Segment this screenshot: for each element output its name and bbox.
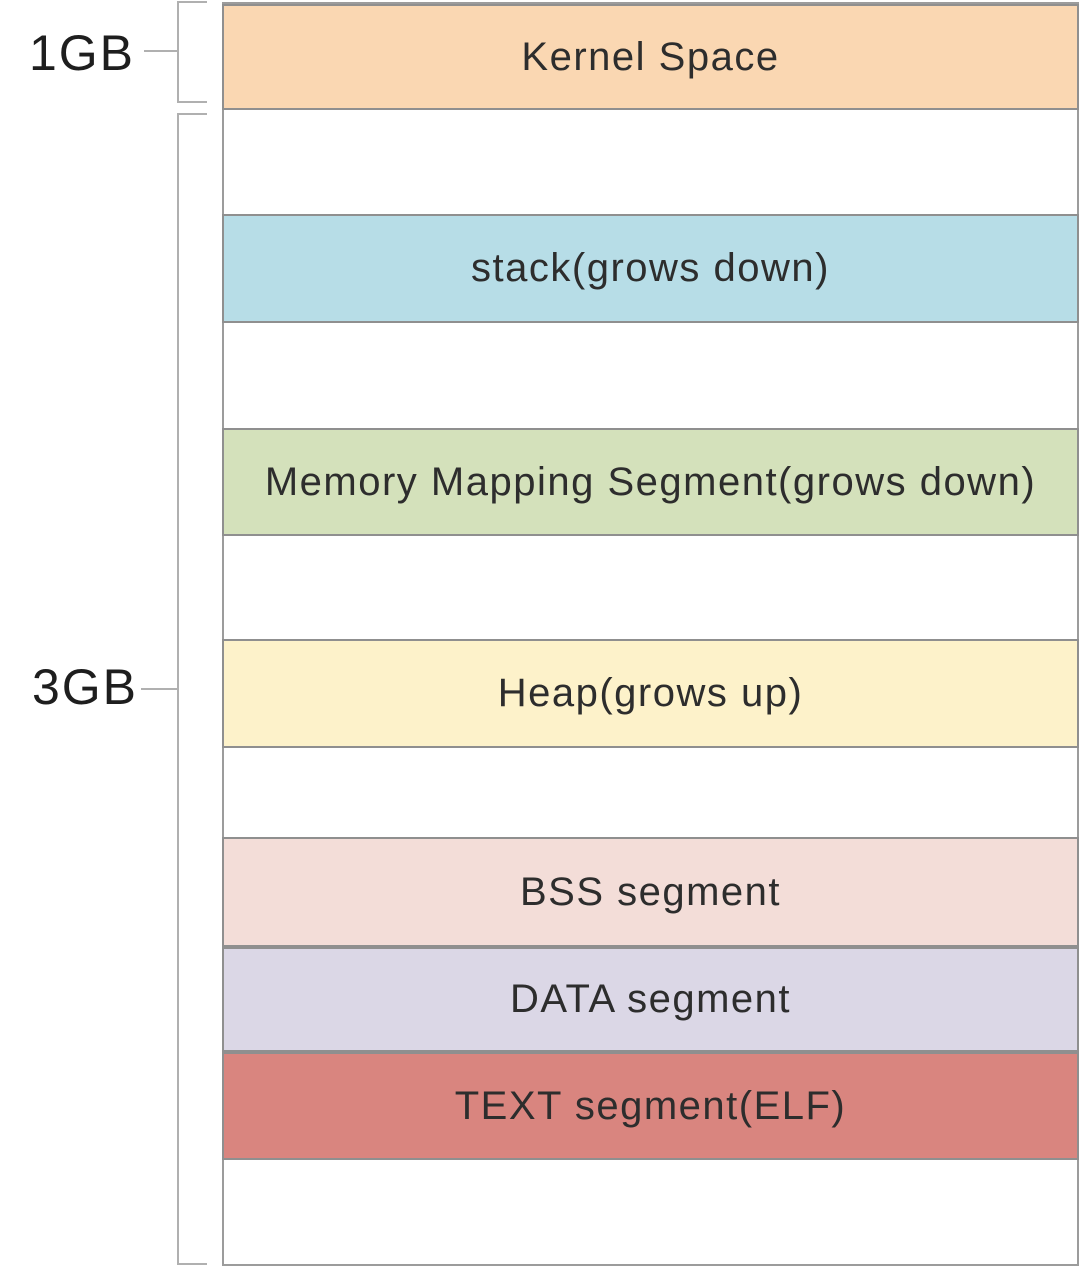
memory-segment-band: BSS segment xyxy=(222,837,1079,947)
bracket-3gb xyxy=(177,113,207,1265)
axis-tick-1gb xyxy=(144,50,177,52)
memory-segment-label: BSS segment xyxy=(519,869,782,914)
address-space-column: Kernel Space stack(grows down) Memory Mapp… xyxy=(222,2,1079,1266)
memory-segment-band: Kernel Space xyxy=(222,4,1079,110)
axis-label-1gb: 1GB xyxy=(28,25,135,81)
memory-segment-label: Kernel Space xyxy=(521,34,780,79)
axis-label-3gb: 3GB xyxy=(31,659,138,715)
bracket-1gb xyxy=(177,1,207,103)
memory-segment-label: Memory Mapping Segment(grows down) xyxy=(264,459,1037,504)
memory-segment-band: TEXT segment(ELF) xyxy=(222,1052,1079,1160)
memory-segment-band: Memory Mapping Segment(grows down) xyxy=(222,428,1079,536)
memory-segment-band: Heap(grows up) xyxy=(222,639,1079,748)
memory-segment-label: DATA segment xyxy=(509,977,792,1021)
memory-segment-band: DATA segment xyxy=(222,947,1079,1052)
memory-segment-band: stack(grows down) xyxy=(222,214,1079,323)
memory-segment-label: stack(grows down) xyxy=(471,246,830,290)
memory-segment-label: TEXT segment(ELF) xyxy=(454,1083,847,1128)
memory-segment-label: Heap(grows up) xyxy=(497,671,804,715)
axis-tick-3gb xyxy=(141,688,177,690)
